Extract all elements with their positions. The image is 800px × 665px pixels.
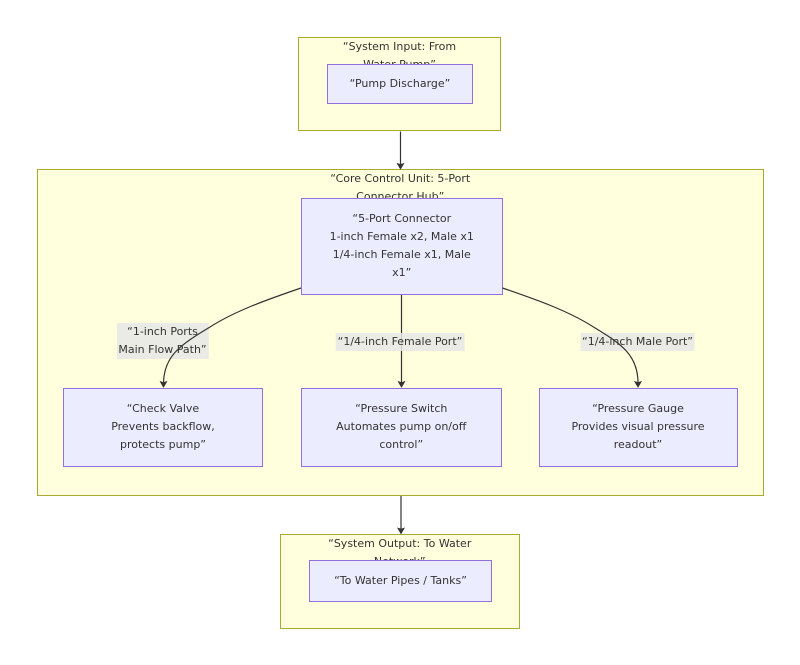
- edge-label-1-inch-ports: “1-inch Ports Main Flow Path”: [116, 323, 209, 360]
- node-pressure-switch: “Pressure Switch Automates pump on/off c…: [300, 387, 502, 467]
- node-five-port: “5-Port Connector 1-inch Female x2, Male…: [301, 197, 503, 295]
- node-pressure-gauge: “Pressure Gauge Provides visual pressure…: [538, 387, 738, 467]
- node-to-water-pipes: “To Water Pipes / Tanks”: [309, 560, 492, 602]
- node-pump-discharge: “Pump Discharge”: [327, 63, 473, 104]
- edge-label-quarter-male: “1/4-inch Male Port”: [580, 333, 695, 352]
- node-check-valve: “Check Valve Prevents backflow, protects…: [63, 387, 263, 467]
- cluster-title-system-output: “System Output: To Water Network”: [328, 537, 472, 568]
- edge-label-quarter-female: “1/4-inch Female Port”: [335, 333, 465, 352]
